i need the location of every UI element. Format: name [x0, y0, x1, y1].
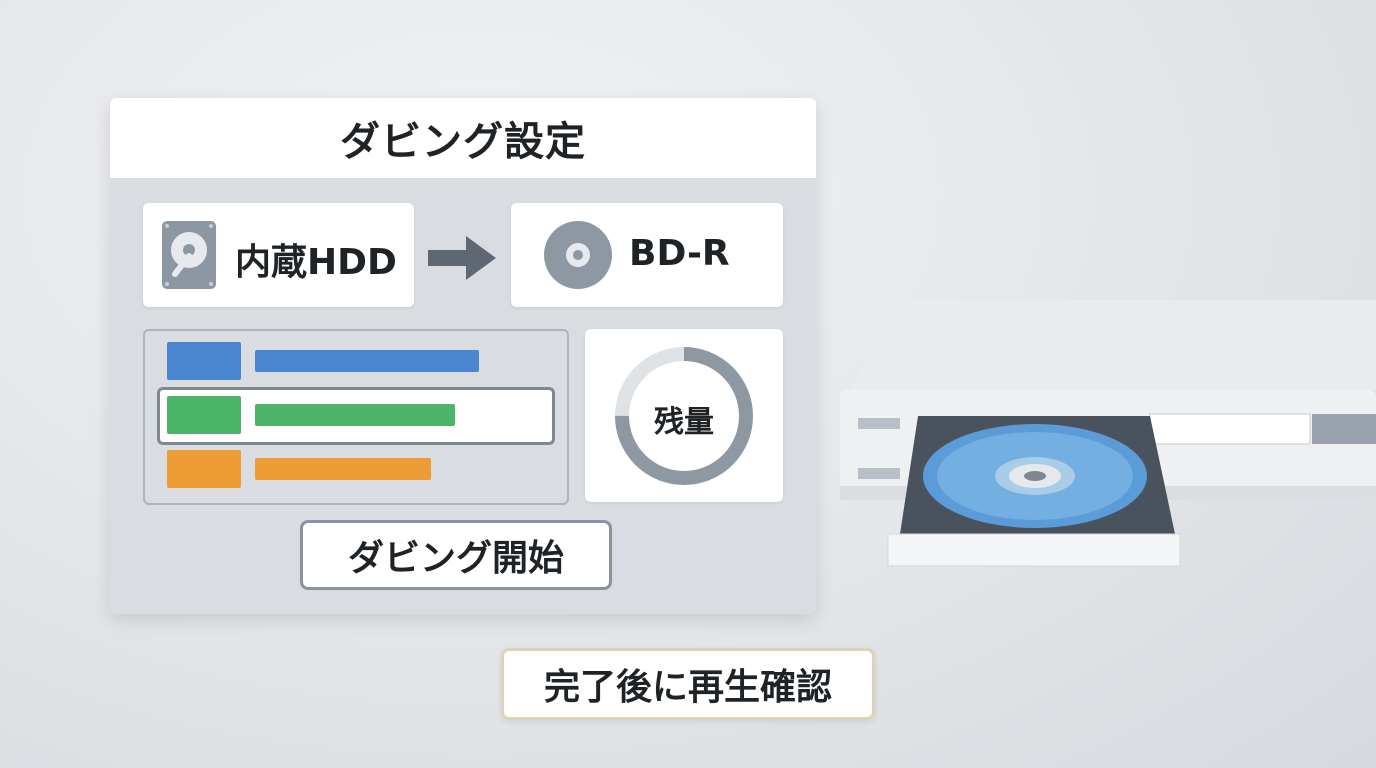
list-item-selected[interactable]: [157, 387, 555, 445]
destination-label: BD-R: [629, 233, 730, 274]
list-item-thumbnail: [167, 450, 241, 488]
list-item-thumbnail: [167, 396, 241, 434]
source-selector[interactable]: 内蔵HDD: [143, 203, 414, 307]
remaining-capacity-gauge: [615, 347, 753, 485]
list-item-bar: [255, 458, 431, 480]
start-dubbing-button[interactable]: ダビング開始: [300, 520, 612, 590]
blu-ray-recorder-illustration: [840, 300, 1376, 567]
start-dubbing-label: ダビング開始: [347, 538, 564, 579]
disc-icon: [544, 221, 612, 289]
destination-selector[interactable]: BD-R: [511, 203, 783, 307]
list-item-thumbnail: [167, 342, 241, 380]
list-item[interactable]: [165, 342, 485, 380]
dubbing-settings-panel: ダビング設定 内蔵HDD BD-R: [110, 98, 816, 614]
list-item-bar: [255, 404, 455, 426]
arrow-right-icon: [428, 236, 496, 280]
remaining-capacity-card: 残量: [585, 329, 783, 502]
list-item-bar: [255, 350, 479, 372]
confirm-playback-label: 完了後に再生確認: [543, 667, 832, 708]
list-item[interactable]: [165, 450, 485, 488]
panel-title: ダビング設定: [340, 119, 586, 165]
remaining-label: 残量: [654, 405, 714, 440]
panel-header: ダビング設定: [110, 98, 816, 178]
program-list: [143, 329, 569, 505]
source-label: 内蔵HDD: [235, 242, 397, 283]
confirm-playback-note: 完了後に再生確認: [501, 648, 875, 720]
hard-drive-icon: [162, 221, 216, 289]
